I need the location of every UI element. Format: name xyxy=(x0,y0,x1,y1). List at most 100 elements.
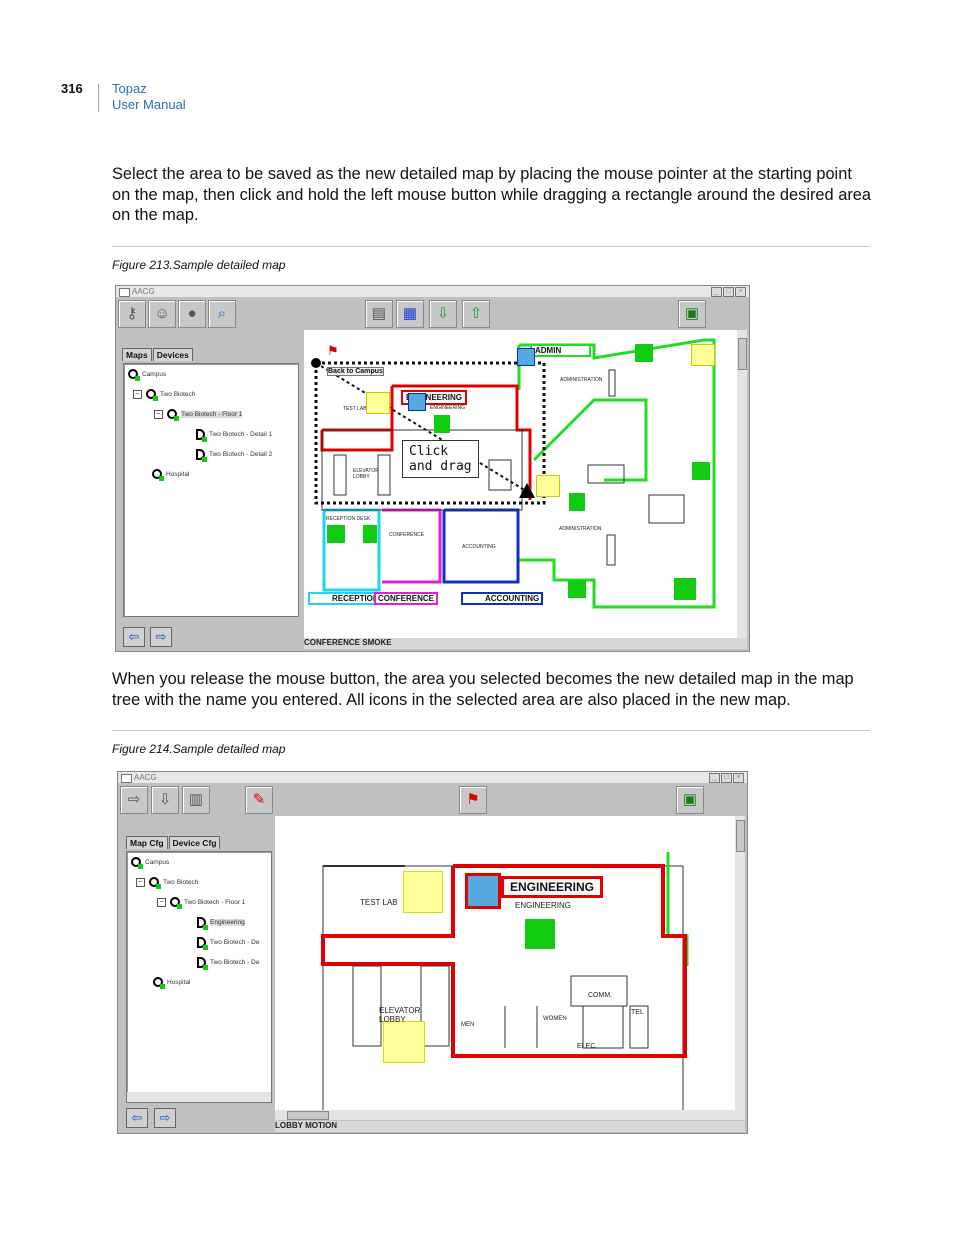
back-arrow-button[interactable]: ⇦ xyxy=(126,1108,148,1128)
header-product: Topaz xyxy=(112,81,147,96)
collapse-icon[interactable]: – xyxy=(157,897,166,907)
computer-icon[interactable]: ▦ xyxy=(396,300,424,328)
maximize-button[interactable]: □ xyxy=(723,287,734,297)
vertical-scrollbar[interactable] xyxy=(735,816,745,1110)
back-to-campus-link[interactable]: Back to Campus xyxy=(327,367,384,376)
back-arrow-button[interactable]: ⇦ xyxy=(123,627,145,647)
tree-item-floor-1[interactable]: Two Biotech - Floor 1 xyxy=(181,410,243,418)
door-switch-icon[interactable] xyxy=(692,462,710,480)
system-menu-icon[interactable] xyxy=(119,288,130,297)
floorplan-icon xyxy=(517,348,535,366)
arrow-right-icon[interactable]: ⇨ xyxy=(120,786,148,814)
person-icon[interactable]: ☺ xyxy=(148,300,176,328)
horizontal-scrollbar[interactable] xyxy=(275,1110,745,1120)
import-icon[interactable]: ⇩ xyxy=(429,300,457,328)
layout-icon[interactable]: ▥ xyxy=(182,786,210,814)
collapse-icon[interactable]: – xyxy=(133,389,142,399)
figure-caption-1: Figure 213.Sample detailed map xyxy=(112,258,286,272)
disc-icon[interactable]: ● xyxy=(178,300,206,328)
minimize-button[interactable]: _ xyxy=(711,287,722,297)
monitor-icon[interactable]: ▤ xyxy=(365,300,393,328)
tree-item-campus[interactable]: Campus xyxy=(142,370,167,378)
tree-item-two-biotech[interactable]: Two Biotech xyxy=(160,390,196,398)
figure-rule-1 xyxy=(112,246,870,247)
window-title: AACG xyxy=(134,773,157,782)
card-reader-icon[interactable] xyxy=(691,344,715,366)
conference-label: CONFERENCE xyxy=(374,592,439,605)
network-icon[interactable]: ▣ xyxy=(676,786,704,814)
tree-item-hospital[interactable]: Hospital xyxy=(166,470,190,478)
map-canvas[interactable]: ⚑ Back to Campus ADMIN ADMINISTRATION AD… xyxy=(304,330,737,638)
forward-arrow-button[interactable]: ⇨ xyxy=(154,1108,176,1128)
tab-device-cfg[interactable]: Device Cfg xyxy=(168,836,221,849)
key-icon[interactable]: ⚷ xyxy=(118,300,146,328)
floor-plan xyxy=(321,852,689,1110)
figure-1-window: AACG _□× ⚷ ☺ ● ⌕ ▤ ▦ ⇩ ⇧ ▣ Maps Devices … xyxy=(115,285,750,652)
collapse-icon[interactable]: – xyxy=(136,877,145,887)
status-bar: LOBBY MOTION xyxy=(275,1121,745,1132)
tree-item-campus[interactable]: Campus xyxy=(145,858,170,866)
detail-node-icon xyxy=(197,957,208,970)
card-reader-icon[interactable] xyxy=(366,392,390,414)
close-button[interactable]: × xyxy=(733,773,744,783)
tab-devices[interactable]: Devices xyxy=(152,348,193,361)
detail-node-icon xyxy=(197,917,208,930)
administration-label: ADMINISTRATION xyxy=(560,377,603,383)
women-label: WOMEN xyxy=(543,1016,567,1022)
arrow-down-icon[interactable]: ⇩ xyxy=(151,786,179,814)
flag-icon[interactable]: ⚑ xyxy=(327,343,339,358)
figure-2-window: AACG _□× ⇨ ⇩ ▥ ✎ ⚑ ▣ Map Cfg Device Cfg … xyxy=(117,771,748,1134)
flag-icon[interactable]: ⚑ xyxy=(459,786,487,814)
horizontal-scrollbar[interactable] xyxy=(127,1092,271,1102)
collapse-icon[interactable]: – xyxy=(154,409,163,419)
tree-item-floor-1[interactable]: Two Biotech - Floor 1 xyxy=(184,898,246,906)
tree-item-detail-2[interactable]: Two Biotech - Detail 2 xyxy=(209,451,273,458)
panel-icon[interactable] xyxy=(674,578,696,600)
keypad-icon[interactable] xyxy=(327,525,345,543)
tree-item-hospital[interactable]: Hospital xyxy=(167,978,191,986)
tab-map-cfg[interactable]: Map Cfg xyxy=(126,836,168,849)
figure-rule-2 xyxy=(112,730,870,731)
camera-icon[interactable] xyxy=(525,919,555,949)
tree-item-detail-1[interactable]: Two Biotech - De xyxy=(210,939,260,946)
header-manual: User Manual xyxy=(112,97,186,112)
map-tree: Campus – Two Biotech – Two Biotech - Floor… xyxy=(126,851,272,1103)
system-menu-icon[interactable] xyxy=(121,774,132,783)
accounting-label: ACCOUNTING xyxy=(461,592,544,605)
card-reader-icon[interactable] xyxy=(383,1021,425,1063)
status-bar: CONFERENCE SMOKE xyxy=(304,638,747,649)
minimize-button[interactable]: _ xyxy=(709,773,720,783)
vertical-scrollbar[interactable] xyxy=(737,330,747,638)
admin-label: ADMIN xyxy=(530,344,592,357)
export-icon[interactable]: ⇧ xyxy=(462,300,490,328)
tree-item-engineering[interactable]: Engineering xyxy=(210,919,245,926)
tree-item-detail-1[interactable]: Two Biotech - Detail 1 xyxy=(209,431,273,438)
map-node-icon xyxy=(170,897,182,909)
network-icon[interactable]: ▣ xyxy=(678,300,706,328)
tab-maps[interactable]: Maps xyxy=(122,348,152,361)
forward-arrow-button[interactable]: ⇨ xyxy=(150,627,172,647)
edit-map-icon[interactable]: ✎ xyxy=(245,786,273,814)
map-canvas[interactable]: ENGINEERING ENGINEERING TEST LAB ELEVATO… xyxy=(275,816,735,1110)
engineering-small-label: ENGINEERING xyxy=(515,901,572,910)
tree-item-detail-2[interactable]: Two Biotech - De xyxy=(210,959,260,966)
card-reader-icon[interactable] xyxy=(403,871,443,913)
close-button[interactable]: × xyxy=(735,287,746,297)
detail-node-icon xyxy=(197,937,208,950)
door-switch-icon[interactable] xyxy=(568,580,586,598)
maximize-button[interactable]: □ xyxy=(721,773,732,783)
door-switch-icon[interactable] xyxy=(635,344,653,362)
figure-caption-2: Figure 214.Sample detailed map xyxy=(112,742,286,756)
tree-item-two-biotech[interactable]: Two Biotech xyxy=(163,878,199,886)
map-tree: Campus – Two Biotech – Two Biotech - Floor… xyxy=(123,363,299,617)
search-icon[interactable]: ⌕ xyxy=(208,300,236,328)
camera-icon[interactable] xyxy=(363,525,377,543)
elec-label: ELEC. xyxy=(577,1043,598,1050)
detail-node-icon xyxy=(196,429,207,442)
card-reader-icon[interactable] xyxy=(536,475,560,497)
tree-panel: Map Cfg Device Cfg Campus – Two Biotech –… xyxy=(120,816,274,1130)
camera-icon[interactable] xyxy=(434,415,450,433)
window-titlebar: AACG _□× xyxy=(118,772,747,783)
window-titlebar: AACG _□× xyxy=(116,286,749,297)
camera-icon[interactable] xyxy=(569,493,585,511)
